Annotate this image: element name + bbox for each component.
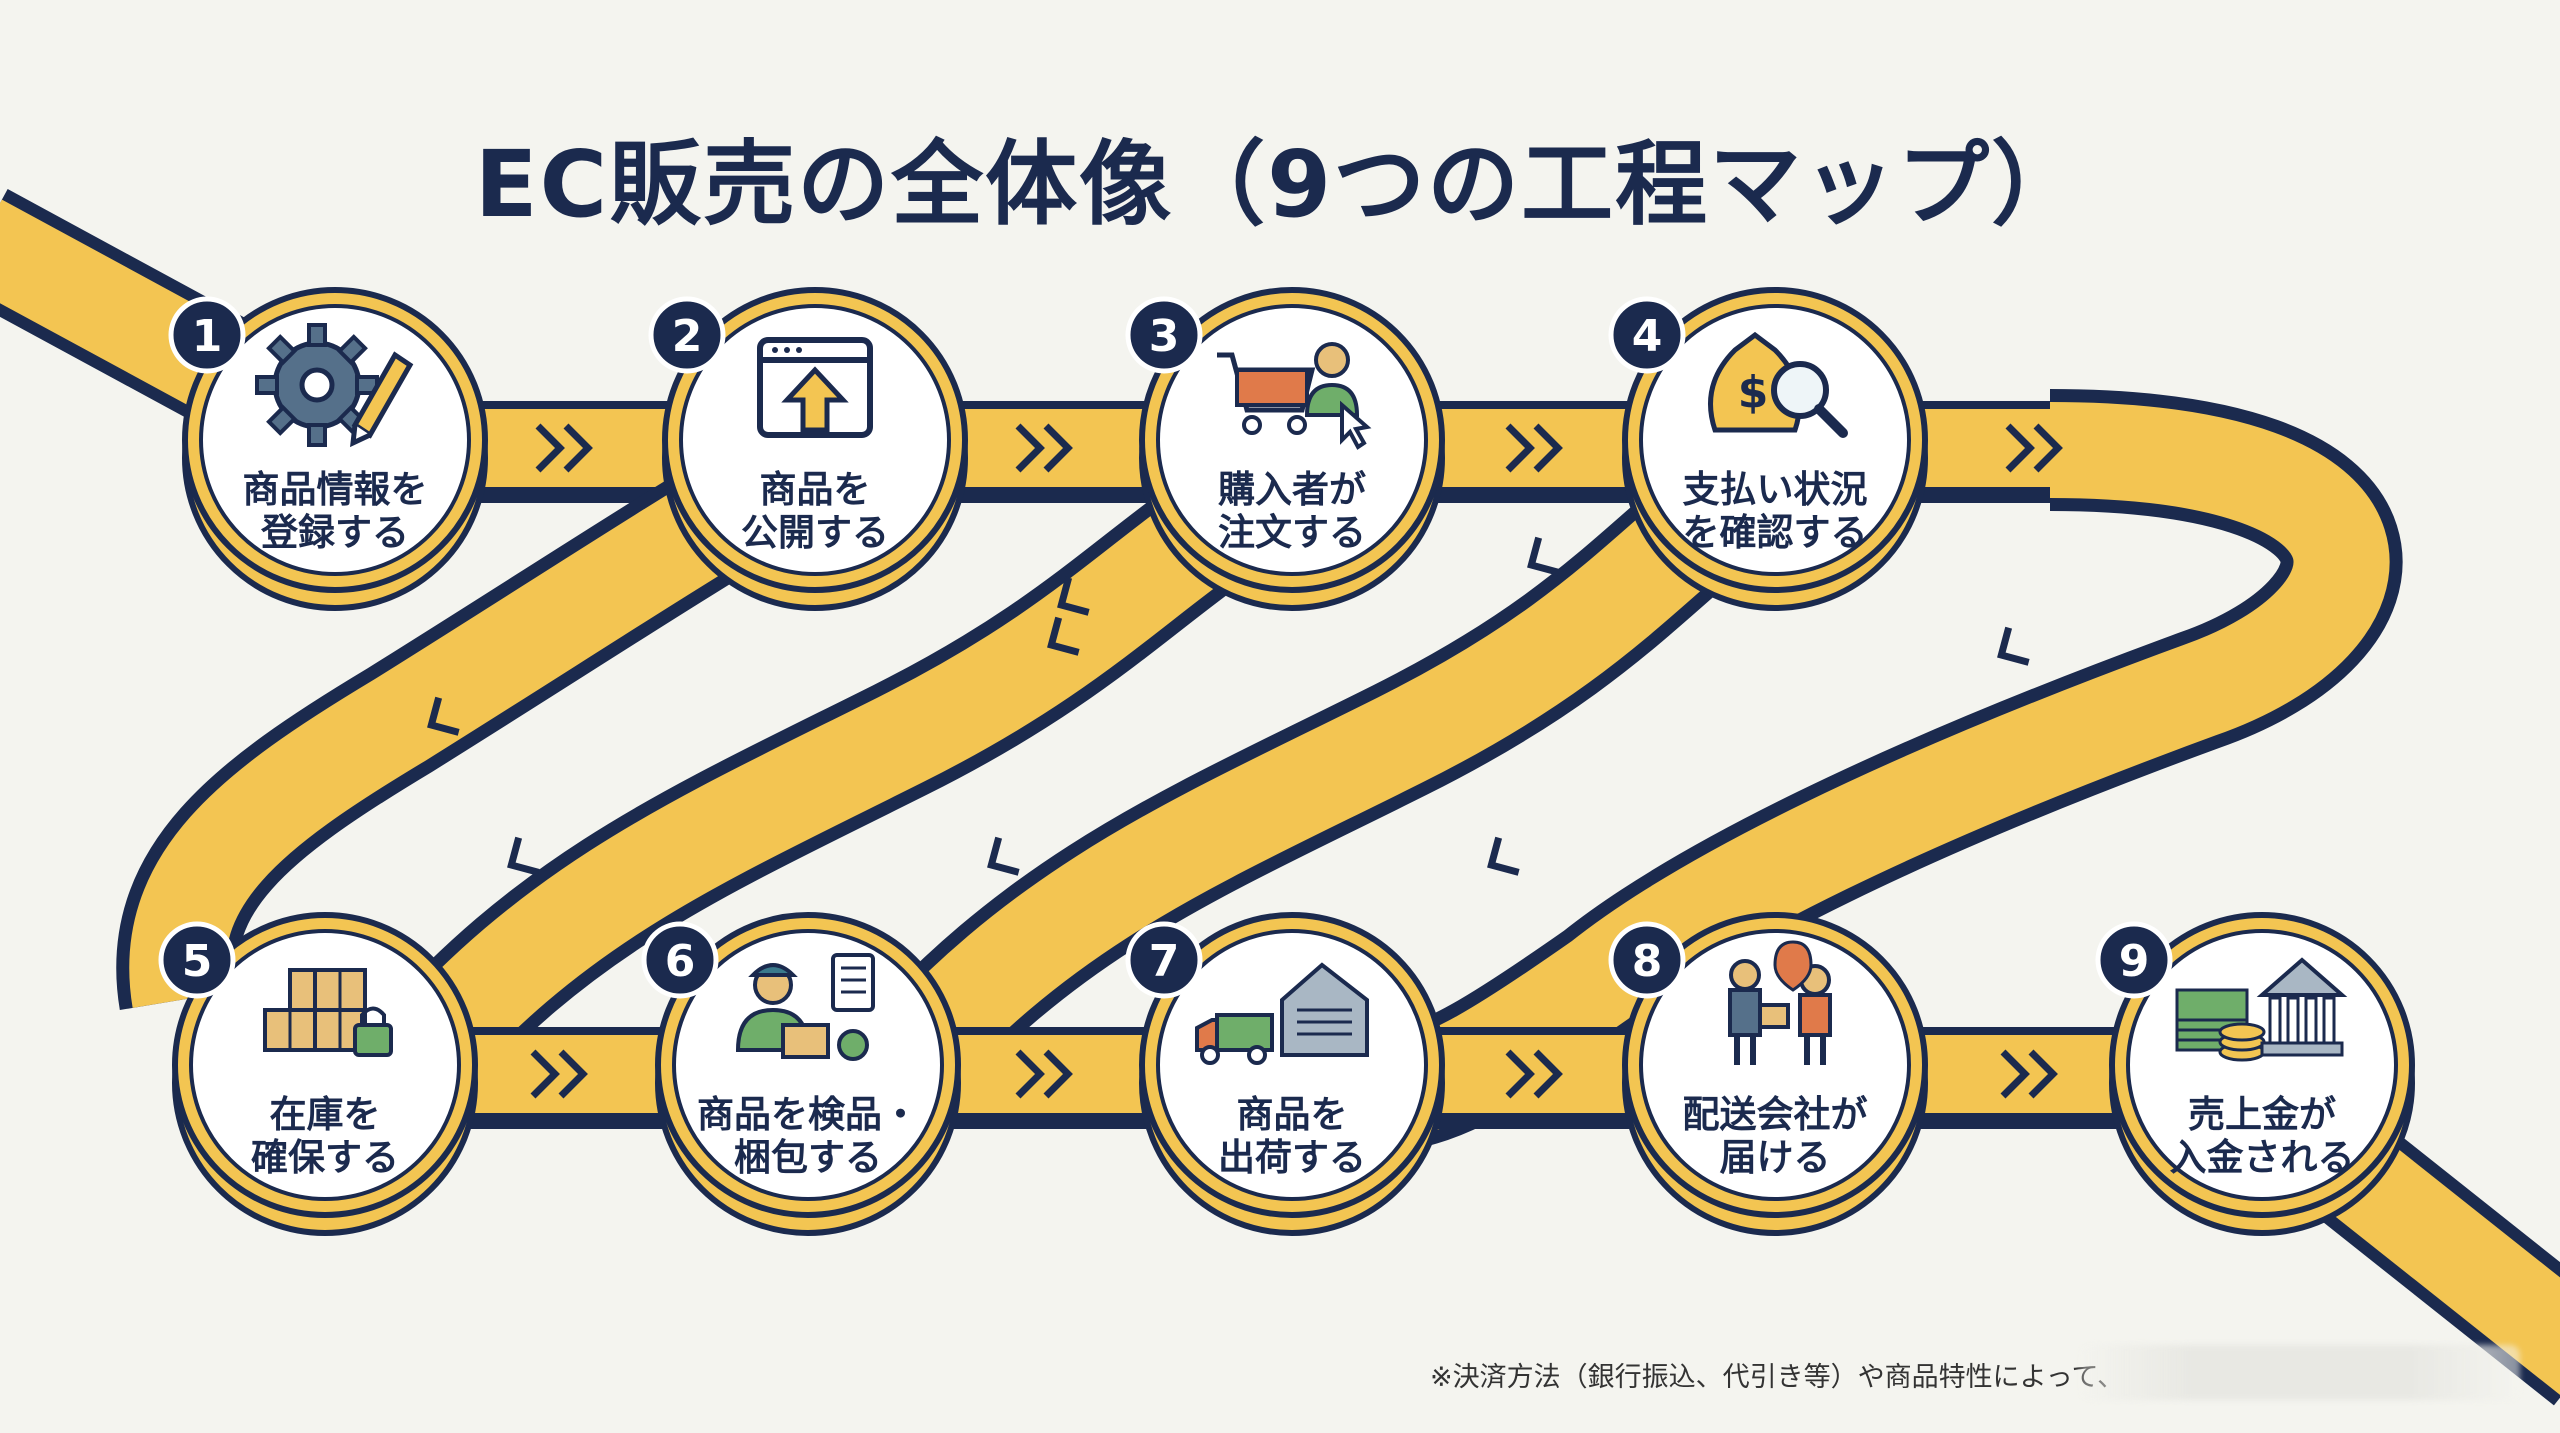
step-number-badge: 6 — [641, 921, 719, 999]
step-number: 8 — [1632, 936, 1663, 987]
chevron-arrow-icon — [2005, 423, 2035, 473]
step-medallions: 商品情報を登録する1商品を公開する2購入者が注文する3$支払い状況を確認する4在… — [158, 287, 2415, 1236]
boxes-lock-icon — [263, 968, 393, 1057]
diagonal-chevron — [1527, 536, 1560, 576]
chevron-arrow-icon — [1487, 836, 1520, 876]
diagonal-chevron — [1487, 836, 1520, 876]
chevron-arrow-icon — [1505, 1049, 1535, 1099]
medallion-face — [1639, 304, 1911, 576]
chevron-arrow-icon — [535, 423, 565, 473]
step-number-badge: 1 — [168, 296, 246, 374]
cart-shopper-icon — [1217, 342, 1372, 450]
step-label-line1: 在庫を — [270, 1093, 381, 1136]
worker-checklist-icon — [735, 953, 875, 1061]
chevron-arrow-icon — [2028, 1049, 2058, 1099]
chevron-arrow-icon — [2000, 1049, 2030, 1099]
chevron-arrow-icon — [987, 836, 1020, 876]
step-label-line1: 支払い状況 — [1683, 468, 1868, 511]
chevron-arrow-icon — [530, 1049, 560, 1099]
diagonal-chevron — [987, 836, 1020, 876]
chevron-arrow-icon — [1015, 1049, 1045, 1099]
footnote: ※決済方法（銀行振込、代引き等）や商品特性によって、 — [1430, 1362, 2125, 1393]
chevron-arrow-icon — [1533, 1049, 1563, 1099]
step-number: 4 — [1632, 311, 1663, 362]
step-number: 6 — [665, 936, 696, 987]
chevron-arrow-icon — [1527, 536, 1560, 576]
step-label-line1: 商品を検品・ — [697, 1093, 919, 1136]
step-number-badge: 7 — [1125, 921, 1203, 999]
step-number-badge: 8 — [1608, 921, 1686, 999]
step-label-line2: 梱包する — [734, 1136, 882, 1179]
medallion-face — [1156, 304, 1428, 576]
step-number-badge: 3 — [1125, 296, 1203, 374]
step-label-line2: 登録する — [260, 511, 409, 554]
chevron-arrow-icon — [1043, 423, 1073, 473]
svg-text:$: $ — [1738, 367, 1769, 418]
step-number-badge: 9 — [2095, 921, 2173, 999]
step-number-badge: 5 — [158, 921, 236, 999]
money-bag-search-icon: $ — [1708, 331, 1848, 438]
chevron-arrow-icon — [1043, 1049, 1073, 1099]
step-number: 9 — [2119, 936, 2150, 987]
step-label-line2: 公開する — [741, 511, 889, 554]
upload-window-icon — [757, 337, 873, 438]
step-label-line1: 商品を — [1237, 1093, 1348, 1136]
chevron-arrow-icon — [1047, 616, 1080, 656]
cash-bank-icon — [2175, 957, 2348, 1062]
chevron-arrow-icon — [2033, 423, 2063, 473]
step-number: 5 — [182, 936, 213, 987]
diagonal-chevron — [427, 696, 460, 736]
diagonal-chevron — [507, 836, 540, 876]
step-number: 1 — [192, 311, 223, 362]
chevron-arrow-icon — [427, 696, 460, 736]
step-label-line2: 出荷する — [1218, 1136, 1366, 1179]
step-number: 7 — [1149, 936, 1180, 987]
step-label-line1: 商品を — [760, 468, 871, 511]
medallion-face — [189, 929, 461, 1201]
footnote-redacted — [2080, 1345, 2520, 1400]
step-label-line2: 届ける — [1720, 1136, 1831, 1179]
direction-arrows — [427, 423, 2063, 1099]
step-number: 3 — [1149, 311, 1180, 362]
page-title: EC販売の全体像（9つの工程マップ） — [474, 131, 2086, 238]
medallion-face — [1639, 929, 1911, 1201]
step-label-line2: 確保する — [251, 1136, 399, 1179]
chevron-arrow-icon — [1533, 423, 1563, 473]
chevron-arrow-icon — [507, 836, 540, 876]
chevron-arrow-icon — [563, 423, 593, 473]
diagonal-chevron — [1997, 626, 2030, 666]
diagonal-chevron — [1057, 576, 1090, 616]
step-label-line1: 配送会社が — [1683, 1093, 1868, 1136]
chevron-arrow-icon — [1997, 626, 2030, 666]
step-label-line1: 購入者が — [1218, 468, 1366, 511]
chevron-arrow-icon — [558, 1049, 588, 1099]
step-label-line1: 売上金が — [2188, 1093, 2336, 1136]
diagonal-chevron — [1047, 616, 1080, 656]
step-number: 2 — [672, 311, 703, 362]
step-label-line1: 商品情報を — [243, 468, 428, 511]
step-number-badge: 2 — [648, 296, 726, 374]
step-label-line2: 入金される — [2170, 1136, 2355, 1179]
chevron-arrow-icon — [1505, 423, 1535, 473]
gear-pencil-icon — [255, 323, 414, 448]
truck-warehouse-icon — [1195, 962, 1369, 1065]
step-label-line2: 注文する — [1218, 511, 1366, 554]
medallion-face — [679, 304, 951, 576]
step-6-medallion: 商品を検品・梱包する 6 — [641, 912, 961, 1236]
step-label-line2: を確認する — [1683, 511, 1868, 554]
chevron-arrow-icon — [1015, 423, 1045, 473]
delivery-handoff-icon — [1728, 940, 1832, 1065]
chevron-arrow-icon — [1057, 576, 1090, 616]
step-number-badge: 4 — [1608, 296, 1686, 374]
